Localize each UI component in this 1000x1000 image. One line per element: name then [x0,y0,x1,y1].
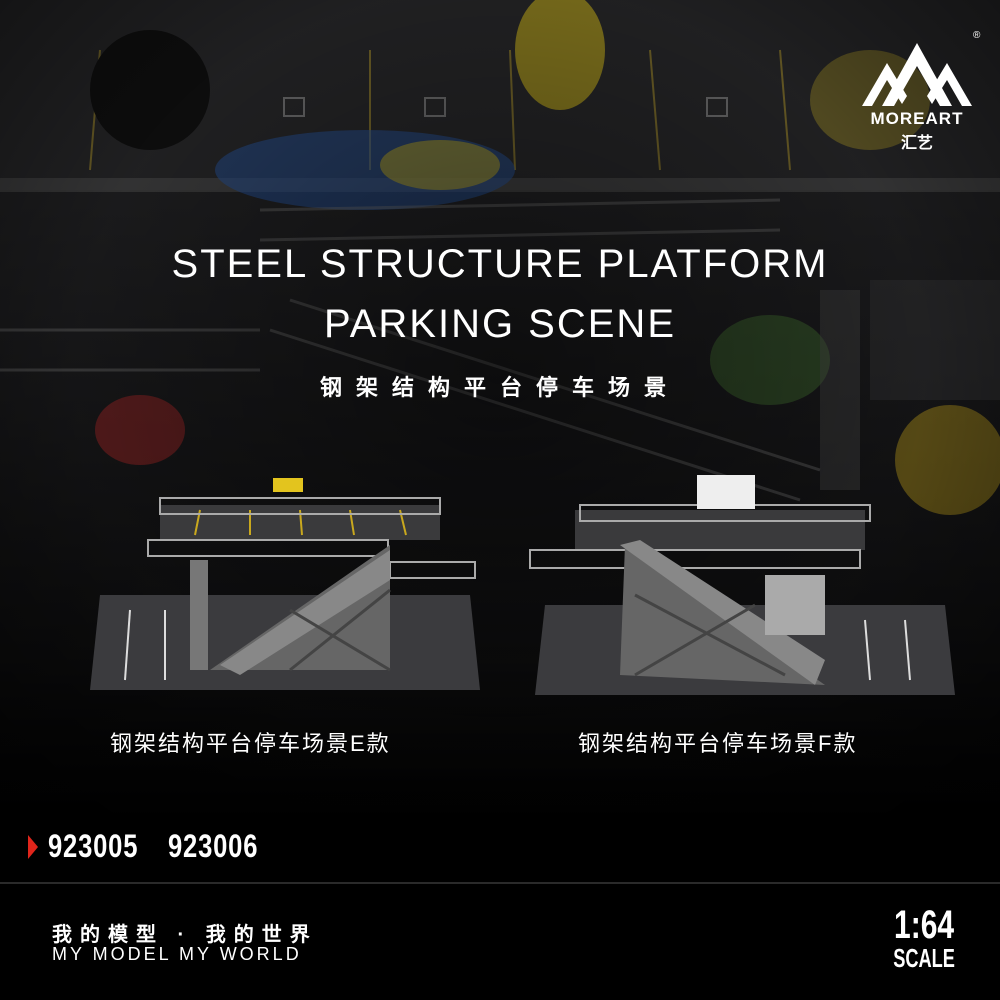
footer-band [0,882,1000,1000]
product-codes: 923005 923006 [28,828,281,865]
subtitle-cn: 钢架结构平台停车场景 [319,375,680,400]
red-arrow-icon [28,834,38,859]
brand-name-cn: 汇艺 [900,135,933,152]
product-e-image [90,478,480,690]
mountain-logo-icon [862,43,972,106]
scale-badge: 1:64 SCALE [880,905,968,971]
product-e-caption: 钢架结构平台停车场景E款 [110,731,391,756]
title-line-1: STEEL STRUCTURE PLATFORM [171,242,829,286]
scale-ratio: 1:64 [894,903,955,947]
slogan-en: MY MODEL MY WORLD [52,944,302,964]
scale-label: SCALE [893,943,955,973]
product-f-image [529,475,955,695]
brand-logo: MOREART 汇艺 [842,38,992,153]
registered-mark: ® [973,30,981,41]
slogan-cn: 我的模型 · 我的世界 [52,924,318,946]
brand-name: MOREART [870,109,964,128]
title-line-2: PARKING SCENE [324,302,676,346]
product-code: 923006 [168,828,259,864]
product-code: 923005 [48,828,139,864]
product-f-caption: 钢架结构平台停车场景F款 [578,731,858,756]
